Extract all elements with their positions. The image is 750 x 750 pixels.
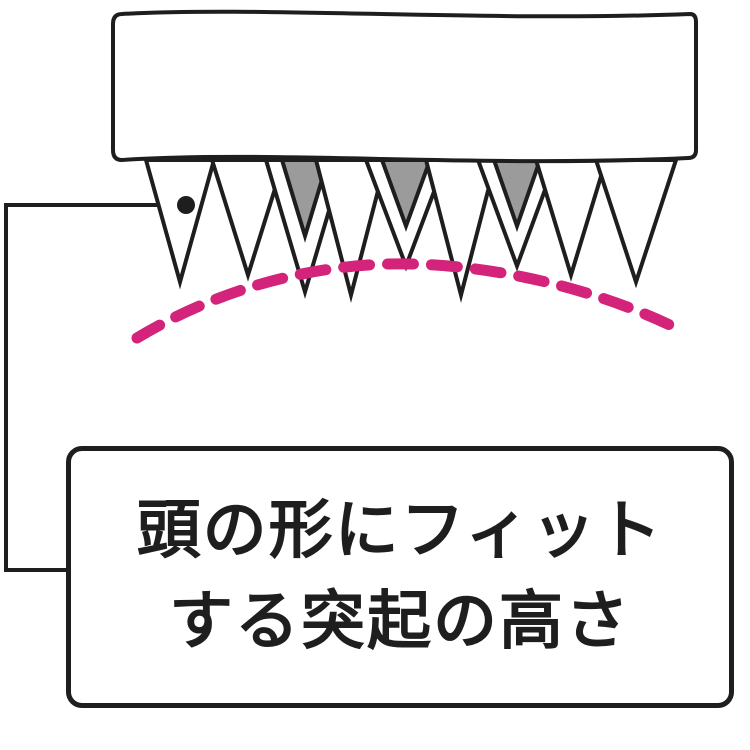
leader-line — [4, 203, 186, 572]
teeth — [143, 158, 679, 303]
tooth-shaded-tip — [279, 158, 331, 243]
callout-line-2: する突起の高さ — [169, 585, 631, 659]
tooth — [533, 158, 609, 282]
callout-line-1: 頭の形にフィット — [136, 494, 664, 569]
callout-box: 頭の形にフィット する突起の高さ — [66, 446, 734, 708]
head-contour-dashed — [131, 258, 686, 344]
dot-marker-icon — [177, 196, 195, 214]
tooth — [143, 158, 217, 290]
tooth — [209, 158, 287, 282]
tooth — [593, 158, 679, 289]
brush-body — [111, 9, 698, 164]
